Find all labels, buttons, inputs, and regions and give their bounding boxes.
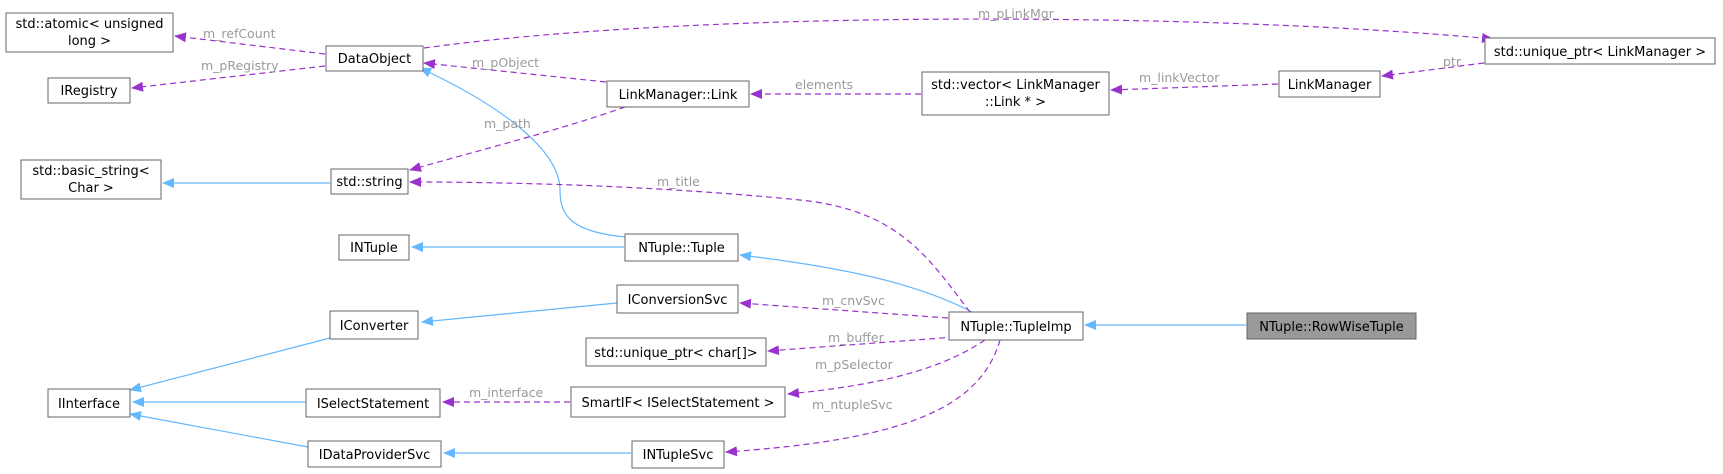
edge-dataobject-to-unique-ptr-lm: [423, 18, 1494, 49]
node-iconverter[interactable]: IConverter: [329, 310, 419, 340]
edge-label-interface: m_interface: [469, 385, 543, 400]
edge-tupleimp-to-intuplesvc: [725, 339, 1001, 457]
node-std-vector-linkmanager-link[interactable]: std::vector< LinkManager ::Link * >: [921, 71, 1110, 116]
edge-unique-ptr-lm-to-linkmanager: [1381, 62, 1485, 80]
edge-label-path: m_path: [484, 116, 531, 131]
edge-iconversionsvc-to-iconverter: [421, 302, 618, 326]
edge-idataprovidersvc-to-iinterface: [129, 411, 309, 448]
edge-label-buffer: m_buffer: [828, 330, 885, 345]
edge-label-ntuplesvc: m_ntupleSvc: [812, 397, 893, 412]
edge-tupleimp-to-string: [409, 177, 971, 313]
node-label-line: std::vector< LinkManager: [931, 78, 1100, 93]
edge-link-to-dataobject: [423, 59, 607, 83]
node-std-string[interactable]: std::string: [330, 168, 409, 195]
node-label: IRegistry: [60, 84, 117, 99]
node-ntuple-tupleimp[interactable]: NTuple::TupleImp: [948, 311, 1084, 341]
edge-label-ptr: ptr: [1443, 54, 1462, 69]
node-intuple[interactable]: INTuple: [338, 234, 410, 261]
nodes: std::atomic< unsigned long > IRegistry D…: [5, 12, 1716, 469]
edge-tupleimp-to-ntuple-tuple: [739, 251, 973, 313]
edge-tupleimp-to-iconversionsvc: [739, 298, 949, 319]
node-ntuple-tuple[interactable]: NTuple::Tuple: [624, 233, 739, 262]
node-label: IConversionSvc: [628, 293, 728, 308]
node-iconversionsvc[interactable]: IConversionSvc: [616, 284, 739, 314]
edge-label-plinkmgr: m_pLinkMgr: [978, 6, 1055, 21]
edge-label-pselector: m_pSelector: [815, 357, 894, 372]
node-label: NTuple::TupleImp: [960, 320, 1071, 335]
edge-ntuple-tuple-to-dataobject: [419, 67, 627, 238]
node-label: IInterface: [58, 397, 120, 412]
node-label: IConverter: [340, 319, 409, 334]
node-linkmanager[interactable]: LinkManager: [1278, 70, 1381, 98]
node-label: LinkManager: [1288, 78, 1372, 93]
node-linkmanager-link[interactable]: LinkManager::Link: [606, 80, 750, 108]
edges: [129, 18, 1494, 458]
node-idataprovidersvc[interactable]: IDataProviderSvc: [307, 440, 442, 468]
edge-label-refcount: m_refCount: [203, 26, 276, 41]
node-label: std::unique_ptr< LinkManager >: [1494, 45, 1706, 60]
node-label: ISelectStatement: [317, 397, 429, 412]
node-label: SmartIF< ISelectStatement >: [581, 396, 774, 411]
node-label-line: ::Link * >: [985, 95, 1046, 110]
edge-label-cnvsvc: m_cnvSvc: [822, 293, 885, 308]
node-smartif-iselectstatement[interactable]: SmartIF< ISelectStatement >: [570, 386, 786, 418]
node-std-unique-ptr-linkmanager[interactable]: std::unique_ptr< LinkManager >: [1484, 37, 1716, 65]
edge-iconverter-to-iinterface: [129, 337, 331, 393]
node-ntuple-rowwisetuple[interactable]: NTuple::RowWiseTuple: [1246, 312, 1417, 340]
node-label: IDataProviderSvc: [319, 448, 431, 463]
node-label: std::unique_ptr< char[]>: [594, 346, 757, 361]
edge-labels: m_refCount m_pRegistry m_pLinkMgr m_pObj…: [201, 6, 1462, 412]
edge-dataobject-to-atomic: [174, 32, 326, 55]
node-iregistry[interactable]: IRegistry: [47, 77, 131, 104]
edge-linkmanager-to-vector: [1110, 83, 1279, 95]
node-label: std::string: [336, 175, 402, 190]
edge-link-to-string: [409, 106, 626, 172]
node-std-unique-ptr-char[interactable]: std::unique_ptr< char[]>: [585, 337, 767, 367]
edge-label-title: m_title: [657, 174, 700, 189]
node-label: NTuple::RowWiseTuple: [1259, 320, 1404, 335]
edge-label-elements: elements: [795, 77, 853, 92]
node-label-line: long >: [68, 34, 111, 49]
node-std-atomic-unsigned-long[interactable]: std::atomic< unsigned long >: [5, 12, 174, 53]
node-label-line: Char >: [68, 181, 114, 196]
edge-tupleimp-to-unique-ptr-char: [767, 336, 956, 356]
node-label: DataObject: [338, 52, 411, 67]
edge-label-pregistry: m_pRegistry: [201, 58, 279, 73]
node-label: LinkManager::Link: [619, 88, 738, 103]
node-intuplesvc[interactable]: INTupleSvc: [631, 440, 725, 469]
node-iselectstatement[interactable]: ISelectStatement: [305, 388, 441, 418]
edge-dataobject-to-iregistry: [131, 65, 326, 92]
node-label-line: std::atomic< unsigned: [16, 17, 164, 32]
node-label: NTuple::Tuple: [638, 241, 725, 256]
node-dataobject[interactable]: DataObject: [325, 45, 424, 72]
node-label: INTupleSvc: [643, 448, 714, 463]
node-label: INTuple: [350, 241, 398, 256]
node-iinterface[interactable]: IInterface: [47, 388, 131, 418]
node-std-basic-string[interactable]: std::basic_string< Char >: [20, 159, 162, 200]
edge-tupleimp-to-smartif: [787, 339, 986, 398]
node-label-line: std::basic_string<: [32, 164, 149, 179]
edge-label-linkvector: m_linkVector: [1139, 70, 1220, 85]
edge-label-pobject: m_pObject: [472, 55, 539, 70]
